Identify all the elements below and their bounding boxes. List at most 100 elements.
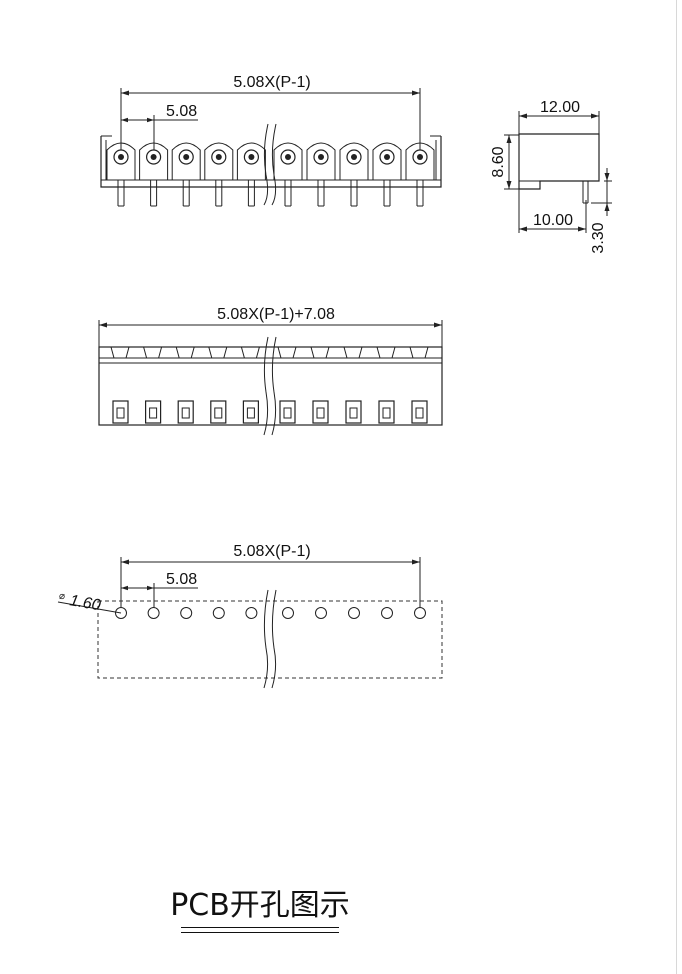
screw-slot-icon xyxy=(183,154,190,160)
front-window xyxy=(411,400,428,424)
front-body-outline xyxy=(98,346,443,426)
screw-slot-icon xyxy=(384,154,390,160)
top-terminal-cell xyxy=(273,142,303,180)
pcb-hole xyxy=(282,607,294,619)
front-clamp xyxy=(149,407,158,419)
front-notch xyxy=(310,346,330,359)
top-terminal-cell xyxy=(236,142,266,180)
front-clamp xyxy=(181,407,190,419)
side-pin-dim-label: 3.30 xyxy=(590,222,607,253)
front-view: 5.08X(P-1)+7.08 xyxy=(98,306,443,436)
front-window xyxy=(242,400,259,424)
caption-underline-bottom xyxy=(181,932,339,933)
caption-underline-top xyxy=(181,927,339,928)
screw-head-icon xyxy=(243,149,259,165)
screw-head-icon xyxy=(146,149,162,165)
top-overall-dim-label: 5.08X(P-1) xyxy=(233,74,310,91)
pcb-hole xyxy=(147,607,160,619)
front-window xyxy=(279,400,296,424)
pcb-pitch-dim-label: 5.08 xyxy=(166,571,197,588)
pcb-break-line-left xyxy=(263,589,269,689)
screw-slot-icon xyxy=(417,154,423,160)
pcb-hole xyxy=(212,607,225,619)
screw-head-icon xyxy=(412,149,428,165)
screw-slot-icon xyxy=(118,154,124,160)
screw-head-icon xyxy=(346,149,362,165)
top-view: 5.08X(P-1) 5.08 xyxy=(100,74,442,207)
screw-head-icon xyxy=(211,149,227,165)
screw-slot-icon xyxy=(248,154,255,160)
front-clamp xyxy=(316,407,325,419)
hole-diameter-symbol: ⌀ xyxy=(59,591,65,602)
top-terminal-cell xyxy=(306,142,336,180)
front-notch xyxy=(240,346,260,359)
front-clamp xyxy=(246,407,255,419)
top-pitch-dim-label: 5.08 xyxy=(166,103,197,120)
top-terminal-cell xyxy=(204,142,234,180)
front-overall-dim-label: 5.08X(P-1)+7.08 xyxy=(217,306,335,323)
hole-leader-line xyxy=(57,601,122,614)
side-view: 12.00 8.60 10.00 3.30 xyxy=(490,99,612,254)
screw-slot-icon xyxy=(285,154,291,160)
pcb-hole xyxy=(245,607,258,619)
top-break-line-left xyxy=(263,123,269,206)
hole-diameter-label: 1.60 xyxy=(68,592,102,614)
front-clamp xyxy=(349,407,358,419)
front-clamp xyxy=(283,407,292,419)
top-terminal-cell xyxy=(405,142,435,180)
top-terminal-cell xyxy=(339,142,369,180)
front-notch xyxy=(143,346,163,359)
front-clamp xyxy=(415,407,424,419)
front-notch xyxy=(277,346,297,359)
front-notch xyxy=(376,346,396,359)
pcb-hole xyxy=(381,607,393,619)
pcb-break-line-right xyxy=(271,589,277,689)
screw-slot-icon xyxy=(318,154,324,160)
front-notch xyxy=(208,346,228,359)
top-terminal-cell xyxy=(372,142,402,180)
pcb-overall-dim-label: 5.08X(P-1) xyxy=(233,543,310,560)
front-window xyxy=(210,400,227,424)
front-notch xyxy=(110,346,130,359)
top-terminal-cell xyxy=(106,142,136,180)
side-base-dim-label: 10.00 xyxy=(533,212,573,229)
screw-head-icon xyxy=(313,149,329,165)
screw-head-icon xyxy=(379,149,395,165)
front-notch xyxy=(343,346,363,359)
front-clamp xyxy=(116,407,125,419)
screw-slot-icon xyxy=(150,154,157,160)
pcb-outline xyxy=(97,600,443,679)
front-clamp xyxy=(382,407,391,419)
pcb-hole xyxy=(180,607,193,619)
top-break-line-right xyxy=(271,123,277,206)
front-break-line-left xyxy=(263,336,269,436)
screw-head-icon xyxy=(178,149,194,165)
pcb-hole xyxy=(414,607,426,619)
pcb-hole xyxy=(348,607,360,619)
pcb-hole xyxy=(115,607,127,619)
screw-head-icon xyxy=(113,149,129,165)
pcb-view: 5.08X(P-1) 5.08 ⌀ 1.60 xyxy=(57,543,443,689)
front-window xyxy=(112,400,129,424)
front-break-line-right xyxy=(271,336,277,436)
pcb-hole xyxy=(315,607,327,619)
front-window xyxy=(345,400,362,424)
screw-slot-icon xyxy=(215,154,222,160)
screw-slot-icon xyxy=(351,154,357,160)
front-window xyxy=(312,400,329,424)
top-terminal-cell xyxy=(139,142,169,180)
front-notch xyxy=(175,346,195,359)
page-edge-line xyxy=(676,0,677,974)
top-terminal-cell xyxy=(171,142,201,180)
side-height-dim-label: 8.60 xyxy=(490,146,507,177)
pcb-hole-caption: PCB开孔图示 xyxy=(170,888,350,923)
screw-head-icon xyxy=(280,149,296,165)
top-body-outline xyxy=(100,136,442,188)
front-clamp xyxy=(214,407,223,419)
front-window xyxy=(145,400,162,424)
front-window xyxy=(378,400,395,424)
front-notch xyxy=(409,346,429,359)
side-width-dim-label: 12.00 xyxy=(540,99,580,116)
front-window xyxy=(177,400,194,424)
